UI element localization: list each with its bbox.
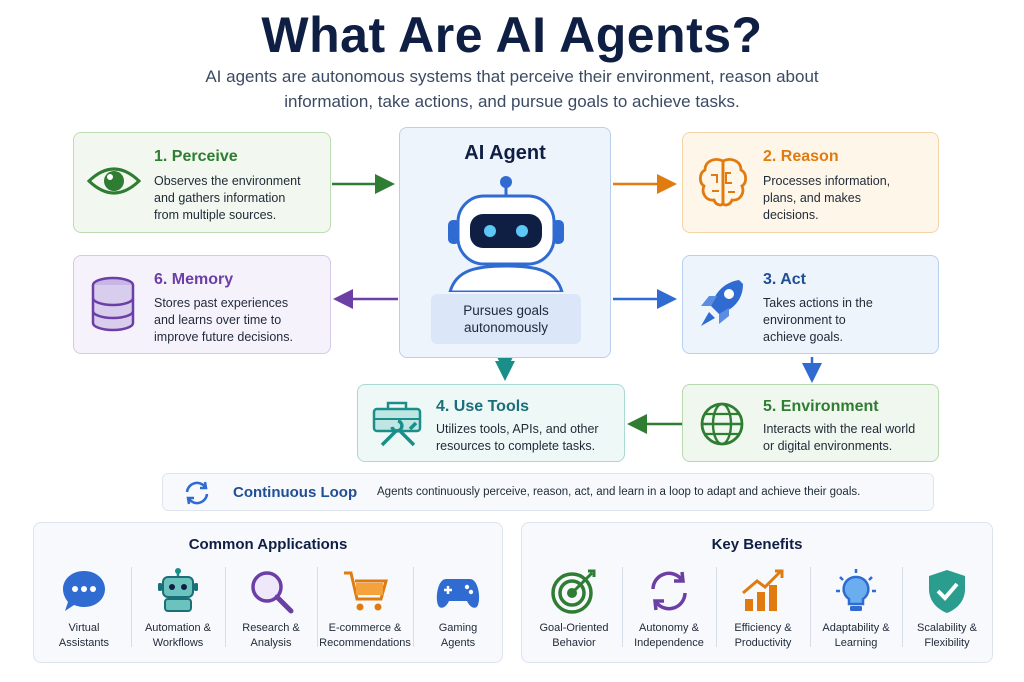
step-perceive: 1. Perceive Observes the environment and…: [73, 132, 331, 233]
target-icon: [551, 569, 596, 614]
separator: [317, 567, 318, 647]
ai-agent-title: AI Agent: [464, 142, 546, 164]
app-automation-workflows: Automation &Workflows: [132, 565, 224, 653]
step-environment-desc: Interacts with the real world or digital…: [763, 422, 916, 453]
step-reason-title: 2. Reason: [763, 148, 839, 165]
separator: [225, 567, 226, 647]
eye-icon: [86, 167, 142, 195]
loop-title: Continuous Loop: [233, 484, 358, 501]
ai-agent-center: AI Agent Pursues goals autonomously: [399, 127, 611, 358]
shield-check-icon: [929, 570, 965, 613]
step-memory-title: 6. Memory: [154, 271, 234, 288]
separator: [810, 567, 811, 647]
step-tools-desc: Utilizes tools, APIs, and other resource…: [436, 422, 599, 453]
brain-icon: [698, 158, 748, 207]
step-environment: 5. Environment Interacts with the real w…: [682, 384, 939, 462]
step-reason-desc: Processes information, plans, and makes …: [763, 174, 891, 222]
step-memory-desc: Stores past experiences and learns over …: [154, 296, 293, 344]
cart-icon: [344, 571, 388, 611]
ai-agent-goal-pill: Pursues goals autonomously: [431, 294, 581, 344]
robot-icon: [448, 176, 564, 292]
benefit-autonomy: Autonomy &Independence: [624, 565, 714, 653]
chat-bubble-icon: [63, 571, 105, 611]
loop-description: Agents continuously perceive, reason, ac…: [377, 486, 861, 498]
step-perceive-desc: Observes the environment and gathers inf…: [154, 174, 301, 222]
step-tools-title: 4. Use Tools: [436, 398, 530, 415]
gamepad-icon: [436, 579, 480, 608]
app-ecommerce-recommendations: E-commerce &Recommendations: [318, 565, 412, 653]
step-act: 3. Act Takes actions in the environment …: [682, 255, 939, 354]
step-perceive-title: 1. Perceive: [154, 148, 238, 165]
cycle-icon: [651, 571, 687, 611]
separator: [413, 567, 414, 647]
applications-title: Common Applications: [188, 536, 348, 553]
benefits-title: Key Benefits: [711, 536, 803, 553]
page-title: What Are AI Agents?: [261, 7, 763, 63]
magnifier-icon: [251, 571, 294, 614]
growth-chart-icon: [742, 569, 784, 611]
benefit-scalability: Scalability &Flexibility: [904, 565, 990, 653]
step-memory: 6. Memory Stores past experiences and le…: [73, 255, 331, 354]
benefit-adaptability: Adaptability &Learning: [812, 565, 900, 653]
separator: [622, 567, 623, 647]
page-subtitle: AI agents are autonomous systems that pe…: [205, 67, 819, 111]
step-reason: 2. Reason Processes information, plans, …: [682, 132, 939, 233]
toolbox-icon: [372, 401, 422, 447]
step-act-title: 3. Act: [763, 271, 806, 288]
step-act-desc: Takes actions in the environment to achi…: [763, 296, 873, 344]
continuous-loop-banner: Continuous Loop Agents continuously perc…: [162, 473, 934, 511]
loop-cycle-icon: [185, 481, 209, 505]
step-use-tools: 4. Use Tools Utilizes tools, APIs, and o…: [357, 384, 625, 462]
separator: [902, 567, 903, 647]
rocket-icon: [701, 280, 743, 326]
benefit-efficiency: Efficiency &Productivity: [718, 565, 808, 653]
lightbulb-icon: [836, 569, 876, 611]
step-environment-title: 5. Environment: [763, 398, 879, 415]
globe-icon: [700, 402, 744, 446]
app-research-analysis: Research &Analysis: [226, 565, 316, 653]
separator: [716, 567, 717, 647]
database-icon: [91, 276, 135, 332]
robot-icon: [158, 568, 198, 612]
separator: [131, 567, 132, 647]
